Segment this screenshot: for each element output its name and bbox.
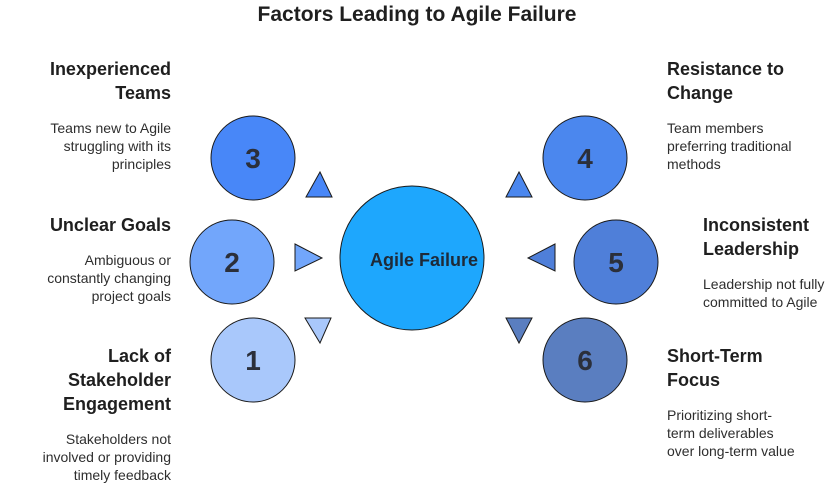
factor-5-circle: [573, 219, 659, 305]
factor-2-arrow: [294, 243, 324, 272]
factor-4-number: 4: [577, 143, 593, 174]
factor-4-circle: [542, 115, 628, 201]
diagram-title: Factors Leading to Agile Failure: [257, 3, 577, 26]
factor-5-number: 5: [608, 247, 624, 278]
factor-3-heading: Inexperienced Teams: [49, 59, 171, 103]
factor-5-text: Inconsistent Leadership Leadership not f…: [703, 213, 833, 311]
factor-3-arrow: [305, 170, 333, 198]
factor-1-number: 1: [245, 345, 261, 376]
factor-1-description: Stakeholders not involved or providing t…: [42, 431, 171, 483]
factor-3-circle: [210, 115, 296, 201]
factor-2-description: Ambiguous or constantly changing project…: [47, 252, 171, 304]
factor-1-text: Lack of Stakeholder Engagement Stakehold…: [0, 344, 171, 484]
factor-3-text: Inexperienced Teams Teams new to Agile s…: [0, 57, 171, 173]
factor-1-circle: [210, 317, 296, 403]
factor-4-heading: Resistance to Change: [667, 59, 785, 103]
factor-6-description: Prioritizing short- term deliverables ov…: [667, 407, 795, 459]
factor-1-heading: Lack of Stakeholder Engagement: [62, 346, 171, 414]
factor-3-description: Teams new to Agile struggling with its p…: [50, 120, 171, 172]
factor-5-heading: Inconsistent Leadership: [703, 215, 810, 259]
factor-6-heading: Short-Term Focus: [667, 346, 763, 390]
factor-6-arrow: [505, 317, 533, 345]
factor-2-heading: Unclear Goals: [49, 215, 171, 235]
factor-6-circle: [542, 317, 628, 403]
center-label: Agile Failure: [370, 250, 478, 270]
factor-6-number: 6: [577, 345, 593, 376]
factor-4-description: Team members preferring traditional meth…: [667, 120, 792, 172]
factor-2-text: Unclear Goals Ambiguous or constantly ch…: [0, 213, 171, 305]
factor-2-number: 2: [224, 247, 240, 278]
center-circle: [339, 185, 485, 331]
factor-5-arrow: [526, 243, 556, 272]
factor-4-text: Resistance to Change Team members prefer…: [667, 57, 832, 173]
factor-2-circle: [189, 219, 275, 305]
factor-1-arrow: [304, 317, 332, 345]
factor-3-number: 3: [245, 143, 261, 174]
factor-5-description: Leadership not fully committed to Agile: [703, 276, 825, 310]
factor-4-arrow: [505, 170, 533, 198]
factor-6-text: Short-Term Focus Prioritizing short- ter…: [667, 344, 832, 460]
